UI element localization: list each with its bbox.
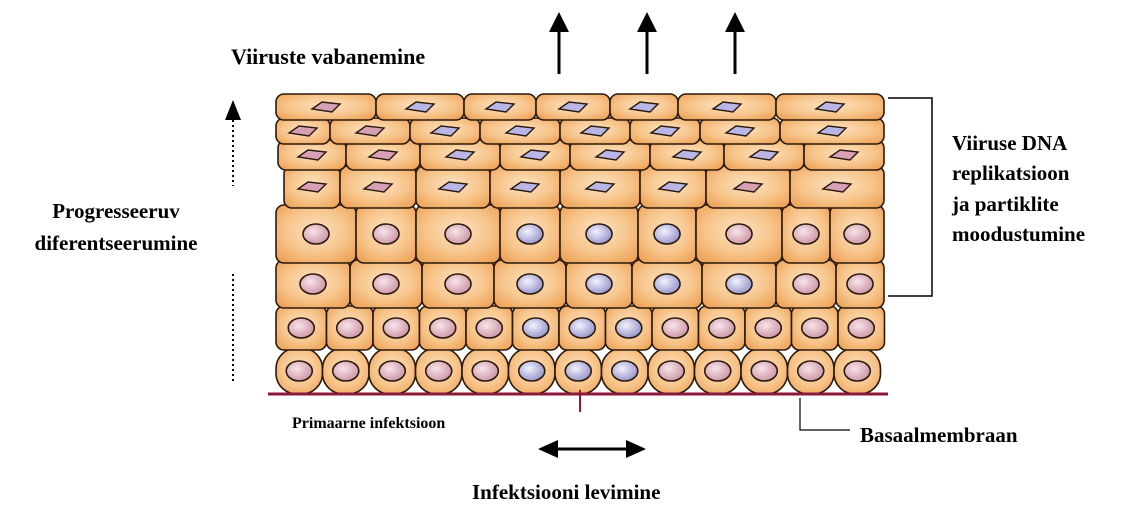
- nucleus: [445, 274, 471, 294]
- nucleus: [844, 361, 870, 381]
- primary-infection-label: Primaarne infektsioon: [292, 414, 445, 434]
- basement-membrane-pointer: [800, 398, 850, 430]
- nucleus: [337, 318, 363, 338]
- infected-nucleus: [517, 274, 543, 294]
- infected-nucleus: [616, 318, 642, 338]
- nucleus: [373, 224, 399, 244]
- nucleus: [751, 361, 777, 381]
- progressive-differentiation-label: Progresseeruv diferentseerumine: [0, 198, 232, 257]
- infection-spread-label: Infektsiooni levimine: [472, 479, 660, 505]
- infected-nucleus: [569, 318, 595, 338]
- nucleus: [472, 361, 498, 381]
- infected-nucleus: [586, 274, 612, 294]
- nucleus: [848, 318, 874, 338]
- nucleus: [798, 361, 824, 381]
- infected-nucleus: [523, 318, 549, 338]
- epithelial-cells: [276, 94, 885, 394]
- replication-line4: moodustumine: [952, 221, 1085, 247]
- infected-nucleus: [517, 224, 543, 244]
- nucleus: [793, 274, 819, 294]
- nucleus: [445, 224, 471, 244]
- release-arrows: [549, 12, 745, 74]
- nucleus: [726, 224, 752, 244]
- replication-line2: replikatsioon: [952, 160, 1085, 186]
- nucleus: [476, 318, 502, 338]
- nucleus: [844, 224, 870, 244]
- replication-line1: Viiruse DNA: [952, 130, 1085, 156]
- arrow-up-icon: [549, 12, 569, 74]
- nucleus: [288, 318, 314, 338]
- nucleus: [333, 361, 359, 381]
- nucleus: [847, 274, 873, 294]
- nucleus: [383, 318, 409, 338]
- progressive-differentiation-line1: Progresseeruv: [0, 198, 232, 224]
- bracket-icon: [888, 98, 932, 296]
- arrow-up-icon: [725, 12, 745, 74]
- nucleus: [426, 361, 452, 381]
- nucleus: [705, 361, 731, 381]
- arrow-up-icon: [637, 12, 657, 74]
- infected-nucleus: [726, 274, 752, 294]
- nucleus: [709, 318, 735, 338]
- infected-nucleus: [565, 361, 591, 381]
- virus-release-label: Viiruste vabanemine: [231, 43, 425, 71]
- basement-membrane-label: Basaalmembraan: [860, 422, 1018, 448]
- infected-nucleus: [654, 274, 680, 294]
- nucleus: [430, 318, 456, 338]
- infected-nucleus: [519, 361, 545, 381]
- nucleus: [802, 318, 828, 338]
- replication-label: Viiruse DNA replikatsioon ja partiklite …: [952, 130, 1085, 247]
- nucleus: [303, 224, 329, 244]
- infected-nucleus: [586, 224, 612, 244]
- nucleus: [373, 274, 399, 294]
- nucleus: [379, 361, 405, 381]
- nucleus: [286, 361, 312, 381]
- nucleus: [662, 318, 688, 338]
- nucleus: [658, 361, 684, 381]
- replication-line3: ja partiklite: [952, 191, 1085, 217]
- nucleus: [793, 224, 819, 244]
- double-arrow-icon: [538, 440, 646, 458]
- nucleus: [755, 318, 781, 338]
- progressive-differentiation-line2: diferentseerumine: [0, 230, 232, 256]
- infected-nucleus: [612, 361, 638, 381]
- nucleus: [300, 274, 326, 294]
- infected-nucleus: [654, 224, 680, 244]
